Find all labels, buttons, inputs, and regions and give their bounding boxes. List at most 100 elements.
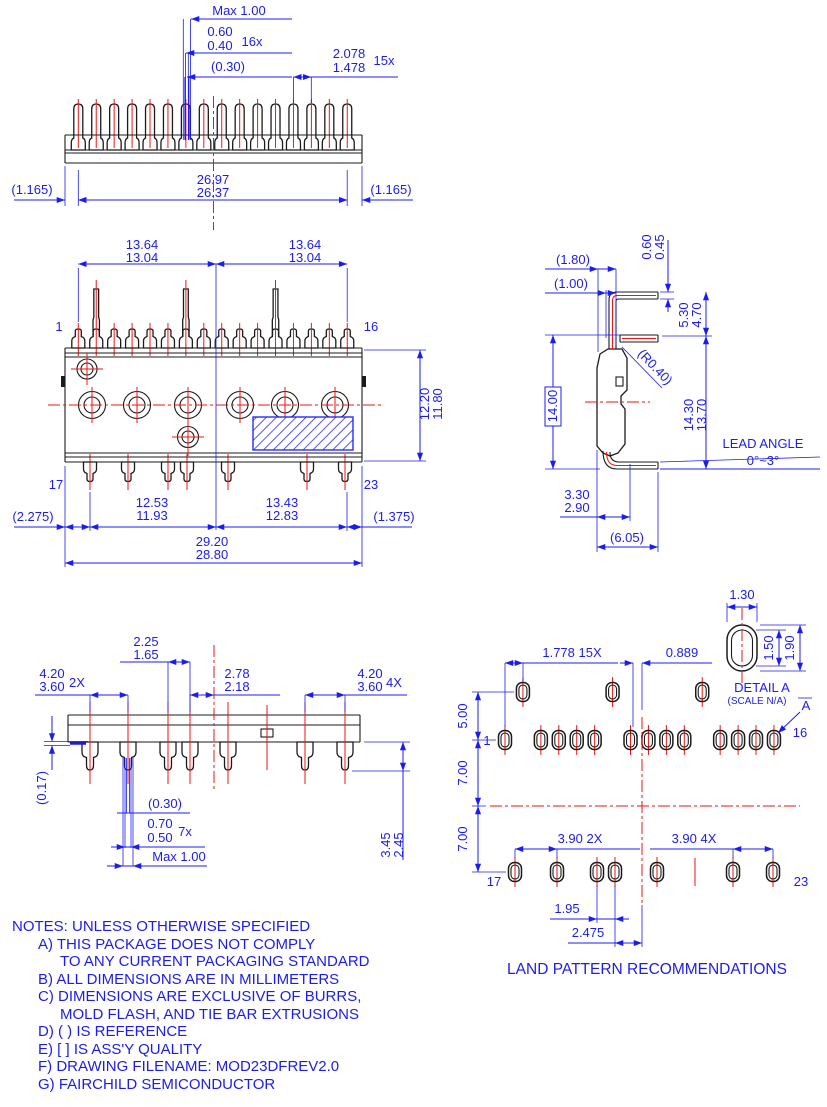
plan-pin17-label: 17 (49, 477, 63, 492)
land-pad-inner (661, 732, 671, 748)
land-pad-outer (515, 681, 531, 703)
dim-span-hi: 26.97 (197, 172, 230, 187)
front-pins (70, 99, 355, 151)
dim-side-ref-left: (1.165) (11, 182, 52, 197)
view-front: Max 1.00 0.60 0.40 16x (0.30) 2.078 1.47… (11, 3, 413, 230)
land-pad-outer (649, 861, 665, 883)
plan-pin1-label: 1 (55, 319, 62, 334)
dim-ref-030: (0.30) (211, 59, 245, 74)
note-line: MOLD FLASH, AND TIE BAR EXTRUSIONS (60, 1005, 359, 1023)
land-pad-outer (589, 861, 605, 883)
land-pad-outer (677, 729, 692, 751)
land-pad-inner (768, 864, 778, 880)
dim-ref-right: (1.375) (373, 509, 414, 524)
dim-bot-left-hi: 12.53 (136, 495, 169, 510)
detail-a: 1.30 1.50 1.90 DETAIL A (SCALE N/A) (726, 587, 806, 707)
land-pad-inner (536, 732, 546, 748)
land-pad-outer (730, 729, 746, 751)
land-pad-inner (610, 864, 620, 880)
dim-ref-605: (6.05) (610, 530, 644, 545)
dim-a-hi: 2.25 (133, 634, 158, 649)
dim-gap-lo: 4.70 (689, 302, 704, 327)
dim-pitch-lo: 1.478 (333, 60, 366, 75)
dim-b-count: 2X (69, 675, 85, 690)
dim-body-h-hi: 12.20 (417, 388, 432, 421)
plan-pin23-label: 23 (364, 477, 378, 492)
dim-bot-right-hi: 13.43 (266, 495, 299, 510)
plan-pins (71, 280, 355, 490)
bottom-view-pins (81, 702, 354, 784)
dim-land-s2: 3.90 2X (558, 831, 603, 846)
view-plan: 13.64 13.04 13.64 13.04 1 16 17 23 12.20… (12, 237, 445, 567)
dim-e-lo: 0.50 (147, 830, 172, 845)
land-pad-outer (533, 729, 549, 751)
view-bottom-leads: 2.25 1.65 4.20 3.60 2X 2.78 2.18 4.20 3.… (34, 634, 410, 870)
dim-bot-left-lo: 11.93 (136, 508, 168, 523)
dim-d-hi: 4.20 (357, 666, 382, 681)
dim-gap-hi: 5.30 (676, 302, 691, 327)
dim-detail-w: 1.30 (729, 587, 754, 602)
land-pad-outer (725, 861, 741, 883)
land-pad-inner (751, 732, 761, 748)
dim-ref-030-bottom: (0.30) (148, 796, 182, 811)
land-pad-outer (765, 861, 781, 883)
land-pads (497, 677, 782, 887)
land-pad-inner (715, 732, 725, 748)
note-line: B) ALL DIMENSIONS ARE IN MILLIMETERS (38, 970, 340, 988)
dim-lead-w-count: 16x (242, 34, 263, 49)
dim-max-bottom: Max 1.00 (152, 849, 205, 864)
land-pad-outer (607, 861, 623, 883)
side-lead-mid (619, 334, 659, 343)
land-pin1-label: 1 (483, 733, 490, 748)
land-pad-outer (549, 861, 565, 883)
dim-body-h-lo: 11.80 (430, 388, 445, 420)
dim-b-hi: 4.20 (39, 666, 64, 681)
land-pad-outer (623, 729, 638, 751)
note-line: G) FAIRCHILD SEMICONDUCTOR (38, 1075, 276, 1093)
dim-ref-017: (0.17) (34, 771, 49, 805)
land-pad-inner (500, 732, 510, 748)
land-pad-inner (652, 864, 662, 880)
plan-hatched-area (252, 416, 354, 451)
side-lead-bottom (602, 450, 659, 470)
dim-width-lo: 28.80 (196, 547, 229, 562)
land-pin17-label: 17 (487, 874, 501, 889)
land-pad-outer (694, 681, 710, 703)
dim-half-right-hi: 13.64 (289, 237, 322, 252)
dim-e-count: 7x (178, 824, 192, 839)
detail-a-scale: (SCALE N/A) (728, 696, 787, 707)
dim-detail-oh: 1.90 (782, 635, 797, 660)
land-pad-inner (518, 684, 528, 700)
land-pin23-label: 23 (794, 874, 808, 889)
land-pad-outer (748, 729, 764, 751)
land-pad-inner (572, 732, 582, 748)
dim-ref-left: (2.275) (12, 509, 53, 524)
side-lead-bottom-center (606, 451, 656, 466)
note-line: NOTES: UNLESS OTHERWISE SPECIFIED (12, 918, 311, 935)
dim-land-half: 0.889 (666, 645, 699, 660)
dim-lead-t-hi: 0.60 (639, 234, 654, 259)
dim-c-hi: 2.78 (224, 666, 249, 681)
lead-angle-label: LEAD ANGLE (723, 436, 804, 451)
lower-hole-crosshair (172, 421, 204, 456)
land-pad-inner (697, 684, 707, 700)
dim-land-q2: 2.475 (572, 925, 605, 940)
land-pad-outer (587, 729, 602, 751)
view-side: (1.80) (1.00) 0.60 0.45 5.30 4.70 14.30 … (544, 234, 821, 552)
dim-height-hi: 14.30 (681, 399, 696, 432)
side-body-notch (615, 376, 624, 387)
land-pad-inner (769, 732, 779, 748)
dim-lead-t-lo: 0.45 (652, 234, 667, 259)
dim-a-lo: 1.65 (133, 647, 158, 662)
note-line: E) [ ] IS ASS'Y QUALITY (38, 1040, 203, 1058)
detail-leader-label: A (802, 698, 811, 713)
land-pad-inner (554, 732, 564, 748)
land-pattern-title: LAND PATTERN RECOMMENDATIONS (507, 961, 787, 978)
land-pad-inner (510, 864, 520, 880)
dim-detail-ih: 1.50 (761, 635, 776, 660)
note-line: A) THIS PACKAGE DOES NOT COMPLY (38, 935, 316, 953)
dim-land-s4: 3.90 4X (672, 831, 717, 846)
dim-land-pitch: 1.778 15X (542, 645, 602, 660)
